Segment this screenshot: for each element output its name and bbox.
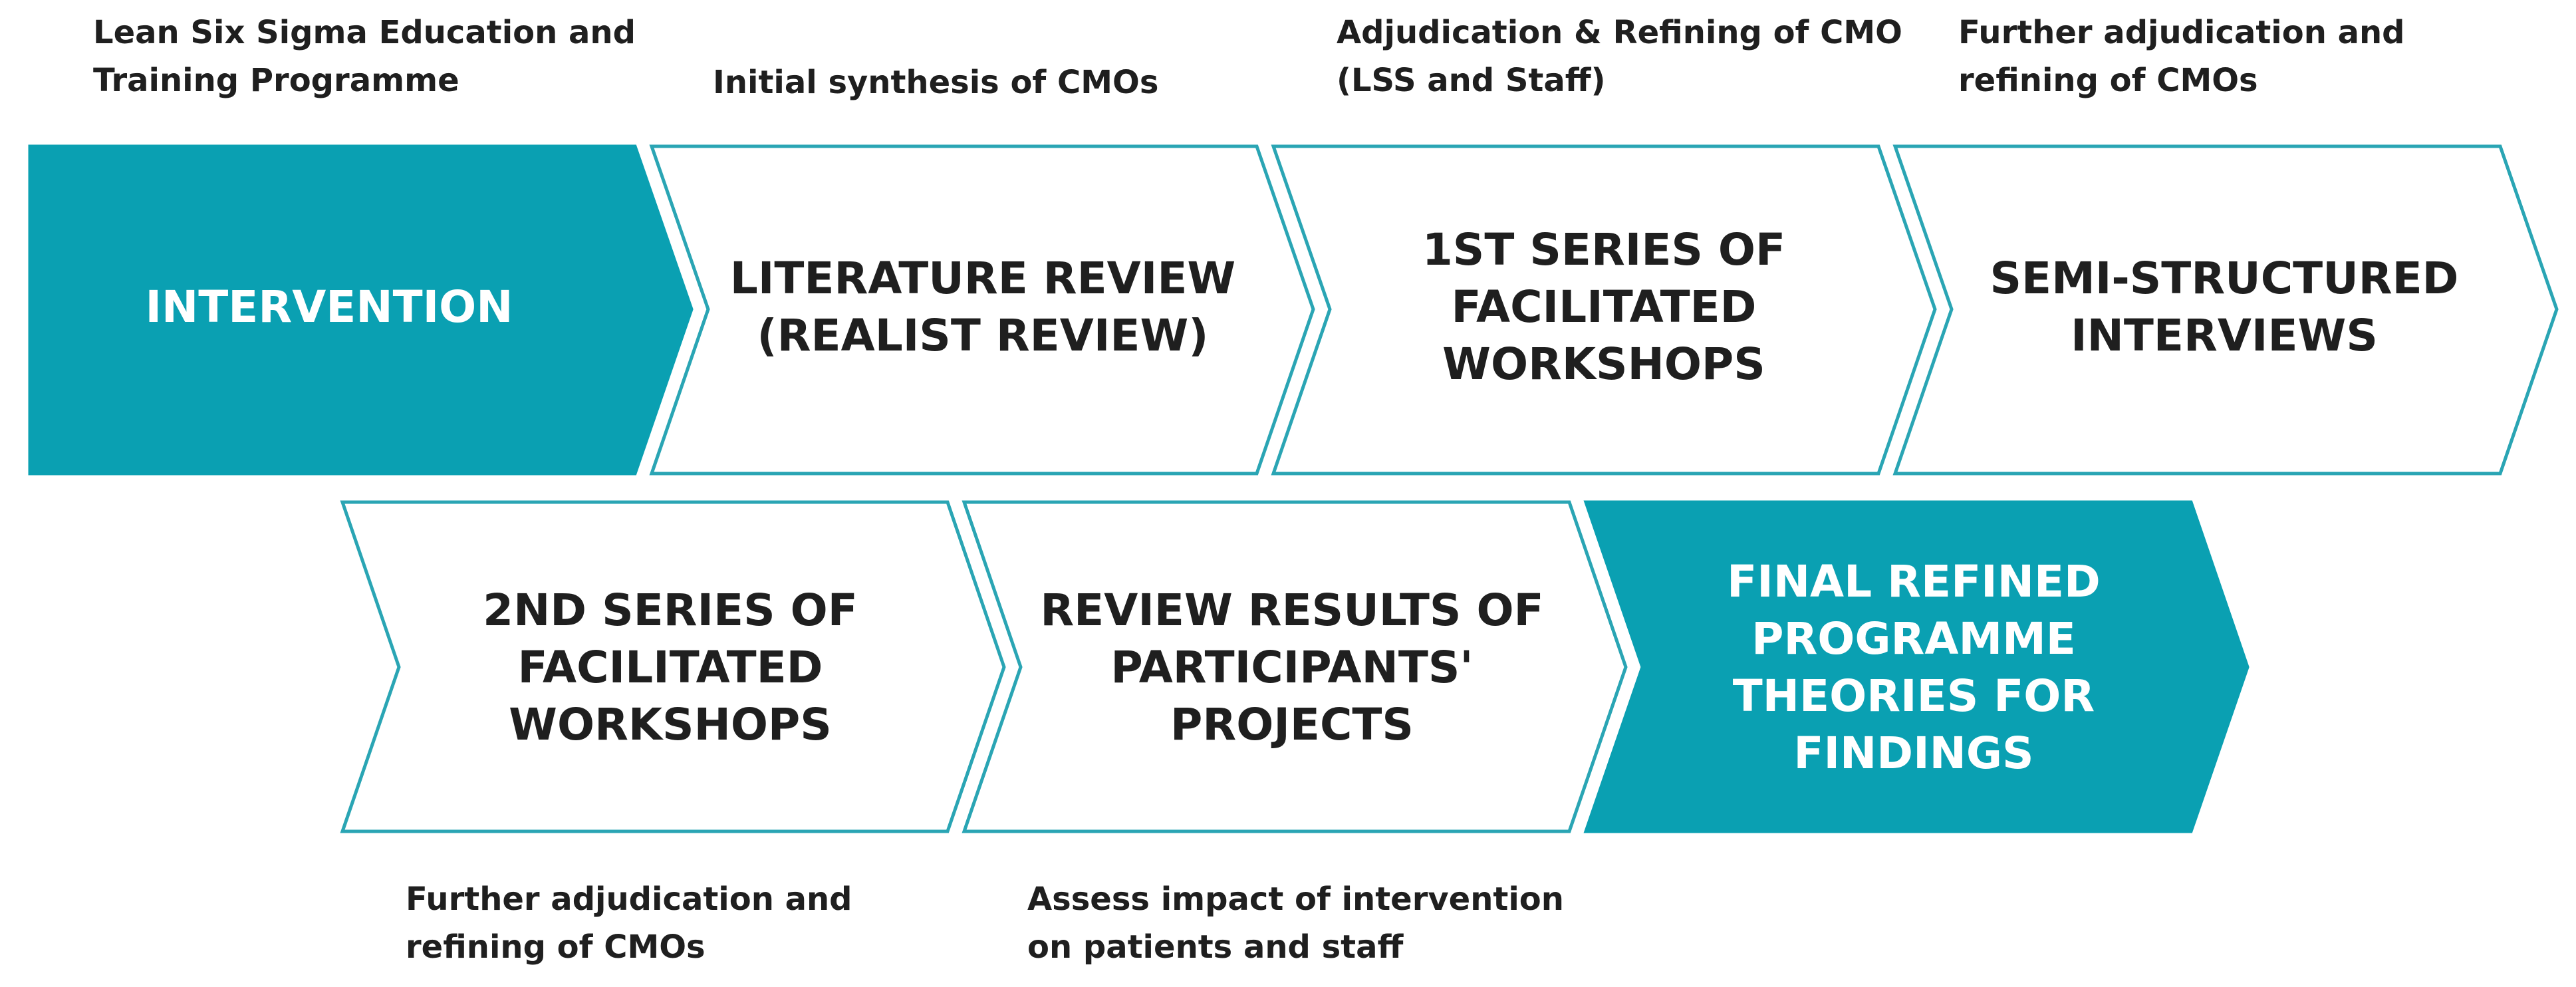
step-workshops-1-line: FACILITATED [1452, 281, 1757, 333]
step-final-line: THEORIES FOR [1733, 670, 2095, 722]
step-literature-review-shape [649, 144, 1315, 476]
step-workshops-2: 2ND SERIES OF FACILITATED WORKSHOPS [340, 500, 1006, 833]
step-intervention: INTERVENTION [28, 144, 694, 476]
step-workshops-1-label: 1ST SERIES OF FACILITATED WORKSHOPS [1422, 224, 1785, 390]
step-literature-review-line: (REALIST REVIEW) [757, 310, 1209, 361]
step-workshops-1-line: 1ST SERIES OF [1422, 224, 1785, 275]
annotation-workshops-2-line: Further adjudication and [406, 881, 852, 918]
step-intervention-label: INTERVENTION [145, 281, 513, 333]
step-literature-review: LITERATURE REVIEW (REALIST REVIEW) [649, 144, 1315, 476]
step-workshops-2-line: 2ND SERIES OF [483, 585, 858, 636]
step-review-results: REVIEW RESULTS OF PARTICIPANTS' PROJECTS [962, 500, 1628, 833]
annotation-interviews-line: refining of CMOs [1958, 62, 2258, 99]
step-intervention-shape [28, 144, 694, 476]
step-review-results-line: REVIEW RESULTS OF [1040, 585, 1543, 636]
step-review-results-shape [962, 500, 1628, 833]
step-review-results-label: REVIEW RESULTS OF PARTICIPANTS' PROJECTS [1040, 585, 1543, 750]
step-review-results-line: PROJECTS [1170, 699, 1414, 750]
step-final-label: FINAL REFINED PROGRAMME THEORIES FOR FINDIN… [1727, 556, 2101, 779]
annotation-review-results-line: on patients and staff [1027, 928, 1404, 966]
annotation-intervention-line: Training Programme [93, 62, 459, 99]
step-interviews-line: SEMI-STRUCTURED [1990, 253, 2459, 304]
step-intervention-line: INTERVENTION [145, 281, 513, 333]
annotation-workshops-2-line: refining of CMOs [406, 928, 706, 966]
annotation-workshops-1-line: Adjudication & Refining of CMO [1337, 14, 1902, 51]
step-interviews: SEMI-STRUCTURED INTERVIEWS [1892, 144, 2559, 476]
step-workshops-2-shape [340, 500, 1006, 833]
step-literature-review-label: LITERATURE REVIEW (REALIST REVIEW) [730, 253, 1235, 361]
annotation-interviews: Further adjudication and refining of CMOs [1958, 14, 2405, 99]
annotation-workshops-1: Adjudication & Refining of CMO (LSS and S… [1337, 14, 1902, 99]
step-literature-review-line: LITERATURE REVIEW [730, 253, 1235, 304]
step-workshops-1-shape [1271, 144, 1937, 476]
annotation-review-results-line: Assess impact of intervention [1027, 881, 1564, 918]
step-workshops-1: 1ST SERIES OF FACILITATED WORKSHOPS [1271, 144, 1937, 476]
annotation-workshops-1-line: (LSS and Staff) [1337, 62, 1606, 99]
step-workshops-2-line: WORKSHOPS [509, 699, 832, 750]
annotation-workshops-2: Further adjudication and refining of CMOs [406, 881, 852, 966]
annotation-interviews-line: Further adjudication and [1958, 14, 2405, 51]
step-workshops-2-label: 2ND SERIES OF FACILITATED WORKSHOPS [483, 585, 858, 750]
step-review-results-line: PARTICIPANTS' [1110, 642, 1473, 693]
step-workshops-2-line: FACILITATED [518, 642, 823, 693]
step-final-line: FINAL REFINED [1727, 556, 2101, 607]
step-final-line: FINDINGS [1793, 728, 2033, 779]
annotation-review-results: Assess impact of intervention on patients… [1027, 881, 1564, 966]
step-interviews-line: INTERVIEWS [2071, 310, 2378, 361]
step-workshops-1-line: WORKSHOPS [1442, 339, 1765, 390]
step-final: FINAL REFINED PROGRAMME THEORIES FOR FINDIN… [1583, 500, 2250, 833]
step-final-shape [1583, 500, 2250, 833]
annotation-literature-review: Initial synthesis of CMOs [713, 64, 1158, 101]
annotation-literature-review-line: Initial synthesis of CMOs [713, 64, 1158, 101]
step-interviews-label: SEMI-STRUCTURED INTERVIEWS [1990, 253, 2459, 361]
step-interviews-shape [1892, 144, 2559, 476]
annotation-intervention-line: Lean Six Sigma Education and [93, 14, 636, 51]
step-final-line: PROGRAMME [1751, 613, 2076, 664]
